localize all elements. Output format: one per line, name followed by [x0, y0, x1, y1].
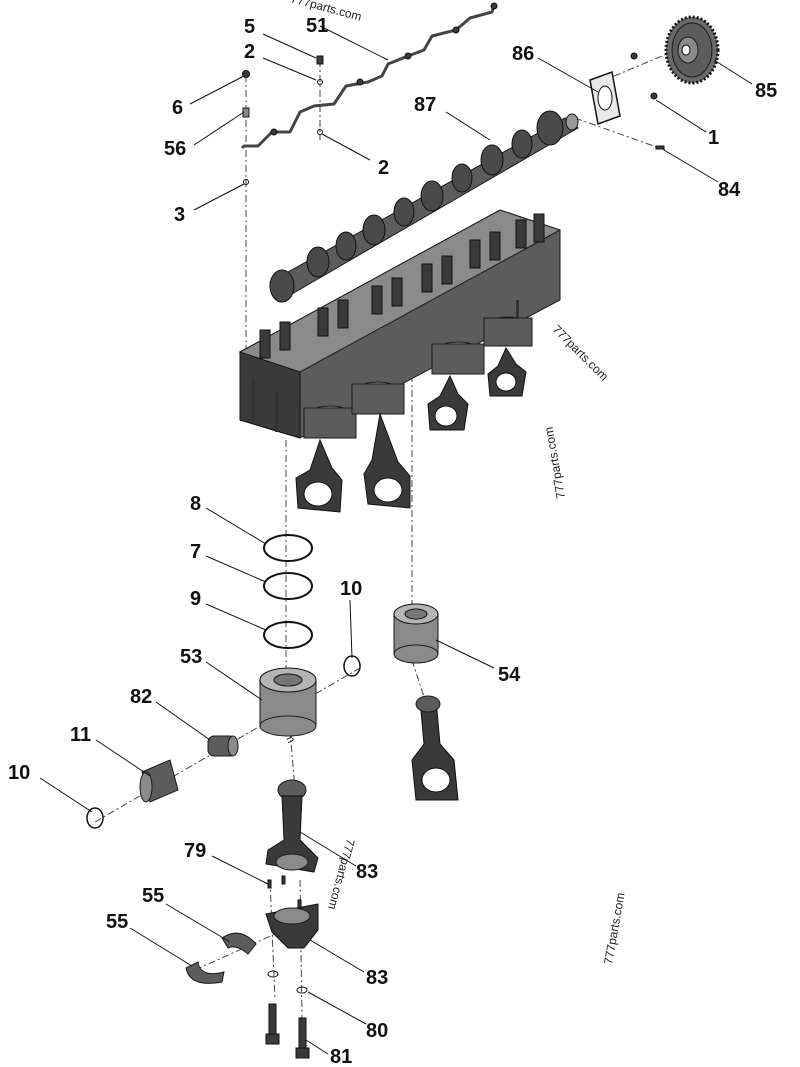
- camshaft: [269, 110, 579, 303]
- callout-83-rod: 83: [356, 861, 378, 883]
- piston-53: [259, 667, 317, 737]
- callout-55-upper: 55: [142, 885, 164, 907]
- circlip-right: [343, 655, 361, 677]
- callout-82: 82: [130, 686, 152, 708]
- leader-lines: [39, 25, 753, 1055]
- callout-81: 81: [330, 1046, 352, 1067]
- callout-1: 1: [708, 127, 719, 149]
- callout-86: 86: [512, 43, 534, 65]
- piston-pin-bushing: [207, 735, 239, 757]
- callout-79: 79: [184, 840, 206, 862]
- cam-gear: [664, 15, 720, 85]
- callout-7: 7: [190, 541, 201, 563]
- callout-3: 3: [174, 204, 185, 226]
- piston-pin: [139, 759, 179, 803]
- callout-10-left: 10: [8, 762, 30, 784]
- cam-fasteners: [630, 52, 665, 150]
- watermark-right-upper: 777parts.com: [550, 322, 611, 383]
- callout-5: 5: [244, 16, 255, 38]
- circlip-left: [86, 807, 104, 829]
- callout-80: 80: [366, 1020, 388, 1042]
- callout-54: 54: [498, 664, 521, 686]
- watermark-bottom-right: 777parts.com: [601, 891, 627, 965]
- centerlines: [94, 39, 701, 1021]
- callout-87: 87: [414, 94, 436, 116]
- bearing-shell-upper: [221, 932, 257, 955]
- connecting-rod-right: [411, 695, 459, 801]
- callout-labels: 5 51 2 6 56 2 3 86 85 87 1 84 8 7 9 10 5…: [8, 15, 777, 1067]
- connecting-rod-83: [265, 779, 319, 873]
- bearing-shell-lower: [185, 961, 225, 984]
- cylinder-head-assembly: [238, 209, 562, 439]
- head-pistons-and-rods: [295, 316, 533, 513]
- callout-8: 8: [190, 493, 201, 515]
- callout-84: 84: [718, 179, 741, 201]
- piston-54: [393, 603, 439, 664]
- callout-85: 85: [755, 80, 777, 102]
- piston-rings: [263, 534, 313, 649]
- callout-2-lower: 2: [378, 157, 389, 179]
- callout-9: 9: [190, 588, 201, 610]
- callout-11: 11: [70, 724, 91, 746]
- callout-6: 6: [172, 97, 183, 119]
- watermark-right-mid: 777parts.com: [542, 426, 568, 500]
- callout-51: 51: [306, 15, 328, 37]
- connecting-rod-cap: [265, 903, 319, 949]
- callout-53: 53: [180, 646, 202, 668]
- callout-83-cap: 83: [366, 967, 388, 989]
- callout-10-right: 10: [340, 578, 362, 600]
- fuel-rail-pipe: [240, 2, 498, 150]
- callout-56: 56: [164, 138, 186, 160]
- callout-55-lower: 55: [106, 911, 128, 933]
- rod-bolts: [265, 875, 310, 1059]
- small-fasteners-left: [242, 55, 324, 185]
- cam-gear-gasket: [589, 70, 621, 126]
- callout-2-upper: 2: [244, 41, 255, 63]
- watermark-rod: 777parts.com: [325, 837, 357, 911]
